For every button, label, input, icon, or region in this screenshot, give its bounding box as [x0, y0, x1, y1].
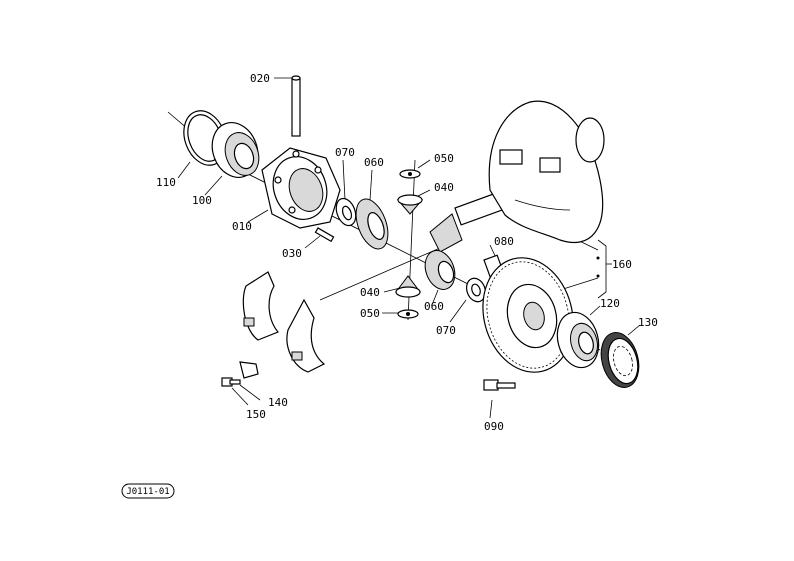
part-020-pin [291, 75, 301, 137]
callout-060-lower: 060 [424, 300, 444, 313]
part-bearing-cap-left [242, 271, 279, 341]
part-060-side-gear [355, 198, 389, 250]
callout-070-upper: 070 [335, 146, 355, 159]
reference-code-box: J0111-01 [121, 483, 175, 499]
part-housing [488, 100, 605, 244]
part-090-bolt [483, 379, 516, 391]
callout-130: 130 [638, 316, 658, 329]
callout-120: 120 [600, 297, 620, 310]
callout-050-upper: 050 [434, 152, 454, 165]
callout-150: 150 [246, 408, 266, 421]
part-070-thrust-washer-lower [465, 277, 487, 303]
callout-010: 010 [232, 220, 252, 233]
reference-code: J0111-01 [126, 487, 169, 497]
callout-050-lower: 050 [360, 307, 380, 320]
part-050-washer-upper [399, 169, 421, 179]
callout-080: 080 [494, 235, 514, 248]
part-050-washer-lower [397, 309, 419, 319]
part-130-retainer [600, 332, 640, 388]
part-120-bearing [556, 311, 600, 369]
callout-060-upper: 060 [364, 156, 384, 169]
callout-110: 110 [156, 176, 176, 189]
part-150-bolt [221, 377, 241, 387]
part-070-thrust-washer [335, 197, 357, 227]
part-bearing-cap-right [286, 298, 326, 373]
callout-160: 160 [612, 258, 632, 271]
part-140-lock-plate [239, 361, 259, 379]
callout-070-lower: 070 [436, 324, 456, 337]
callout-040-lower: 040 [360, 286, 380, 299]
part-040-pinion-upper [396, 194, 424, 215]
callout-020: 020 [250, 72, 270, 85]
part-040-pinion-lower [395, 275, 421, 298]
part-060-side-gear-lower [424, 250, 456, 290]
callout-030: 030 [282, 247, 302, 260]
part-030-pin [314, 227, 335, 243]
part-ring-gear [482, 257, 574, 373]
part-100-bearing [211, 122, 260, 178]
callout-labels: 020 070 060 050 040 110 100 010 030 080 … [156, 72, 658, 433]
callout-100: 100 [192, 194, 212, 207]
callout-140: 140 [268, 396, 288, 409]
callout-090: 090 [484, 420, 504, 433]
callout-040-upper: 040 [434, 181, 454, 194]
part-010-diff-case [261, 147, 341, 229]
